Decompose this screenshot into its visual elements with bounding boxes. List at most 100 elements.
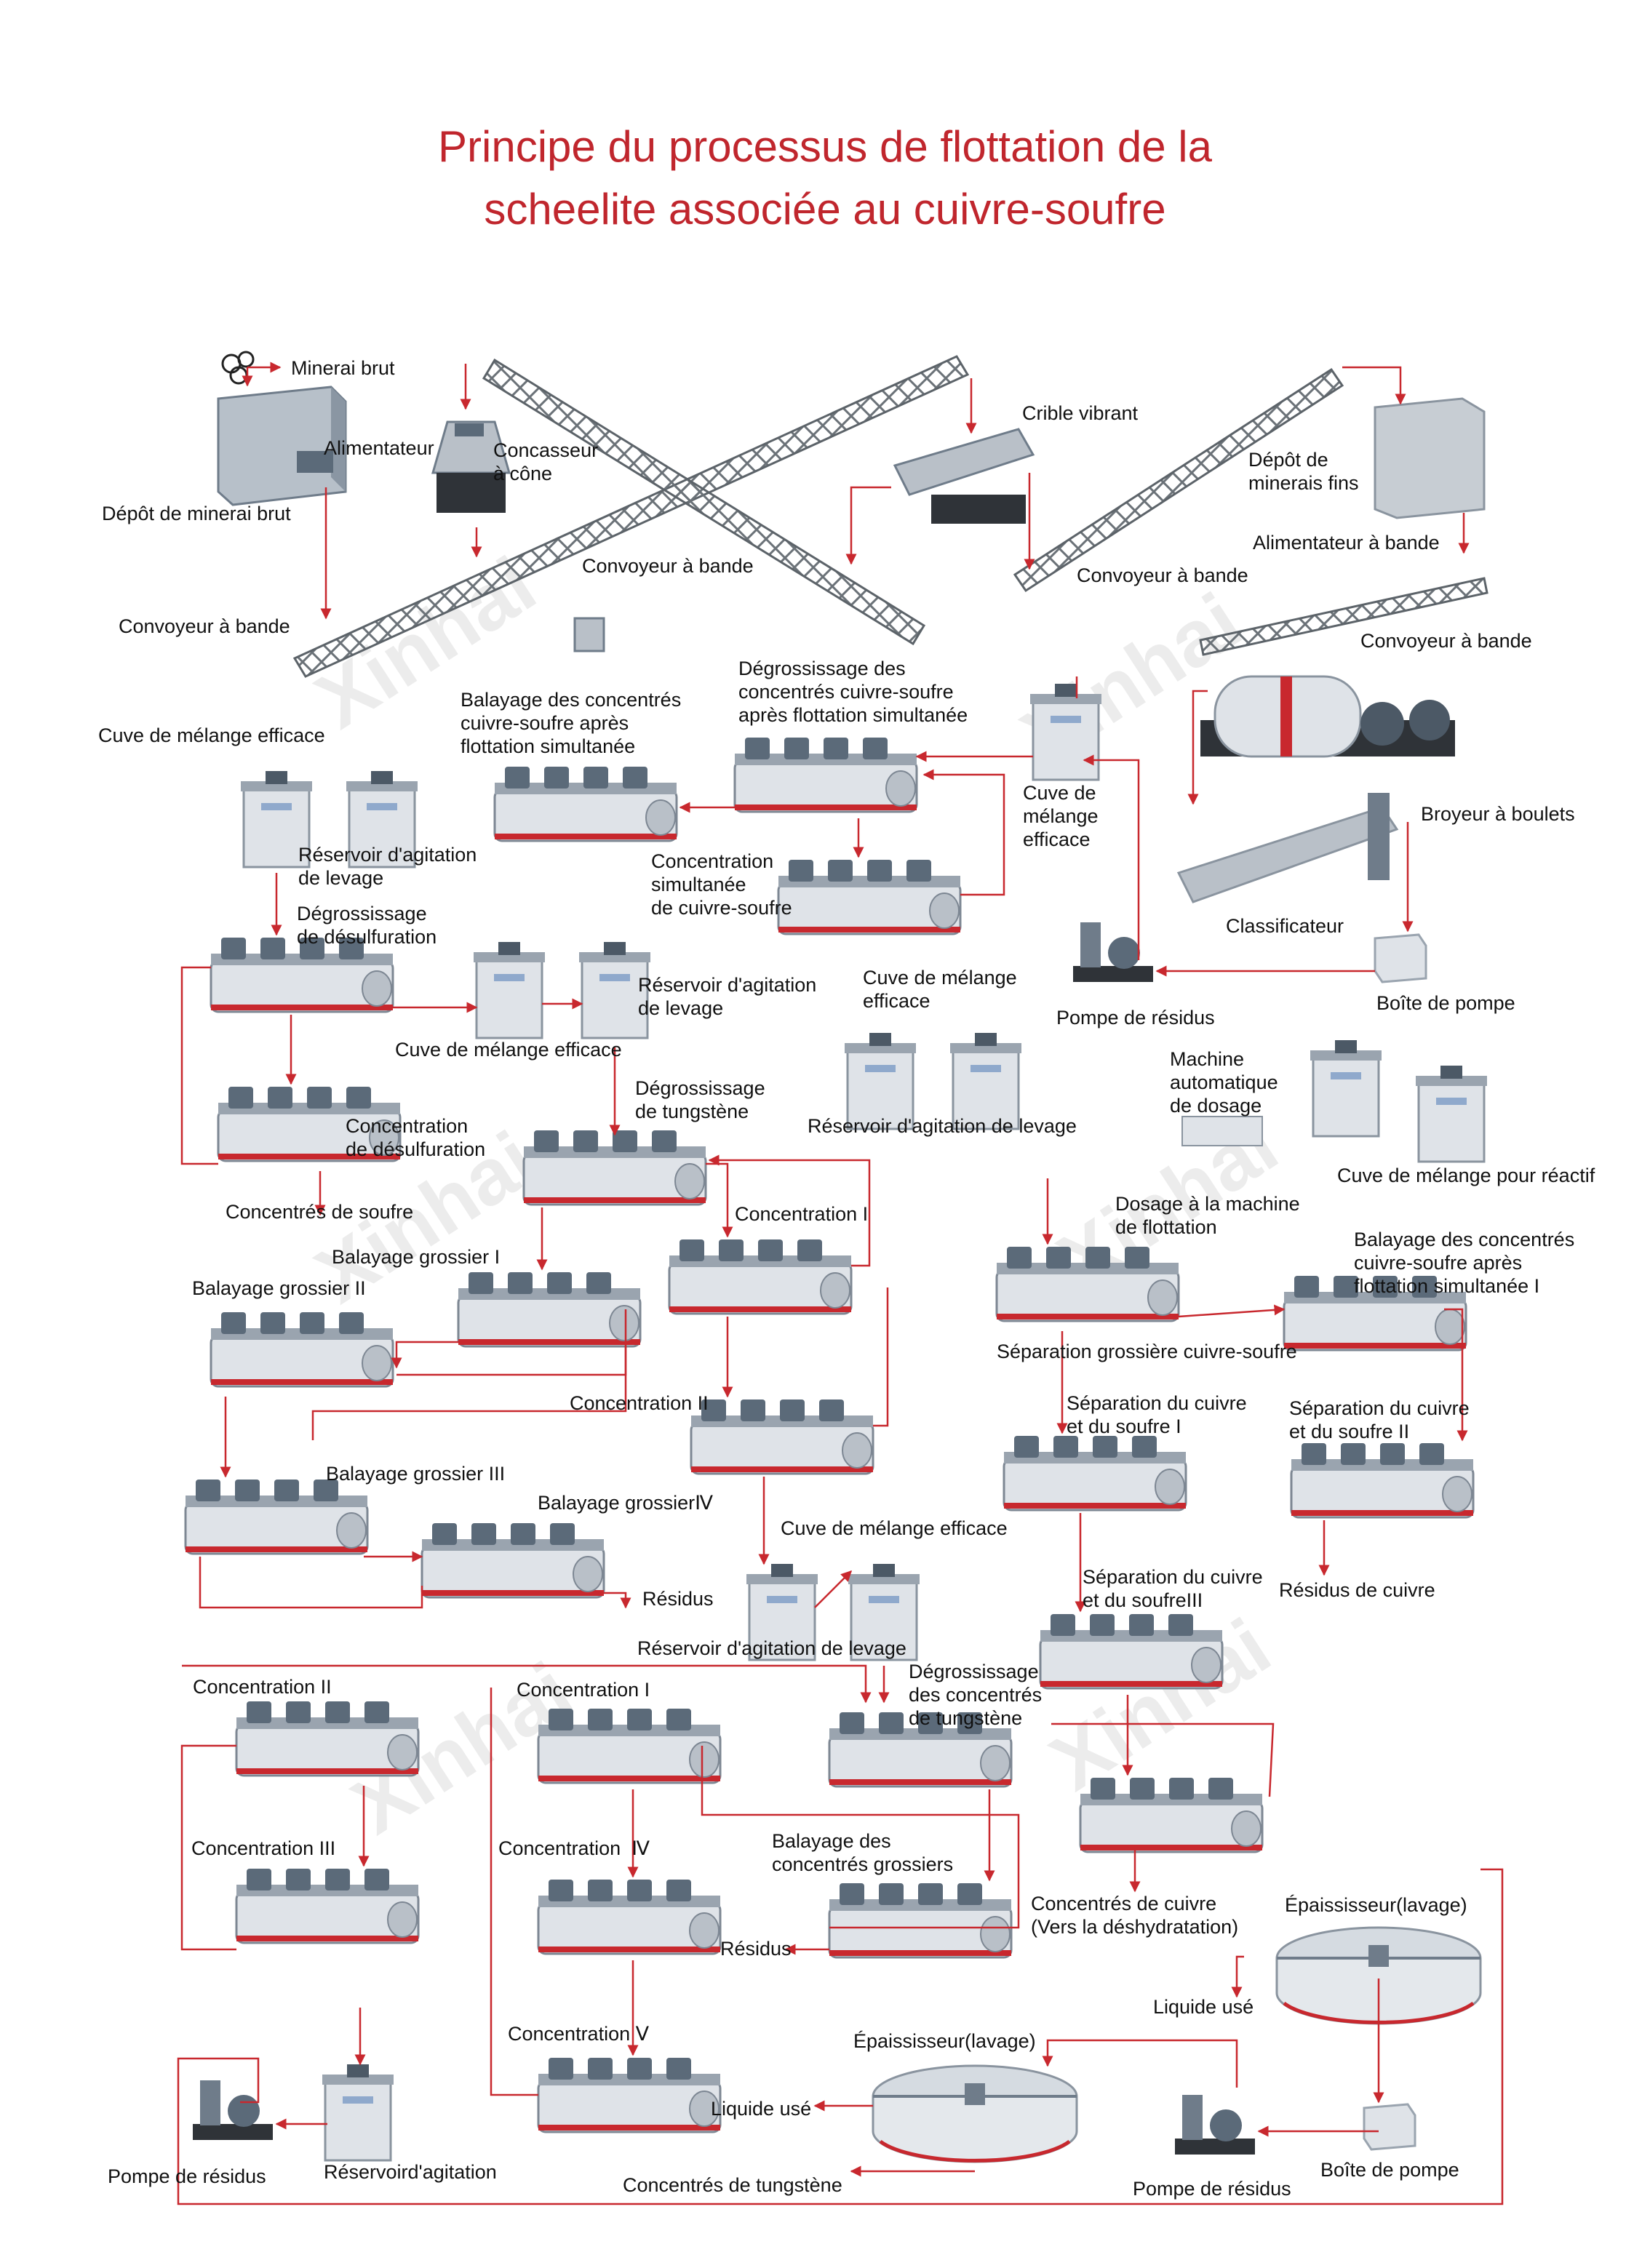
flotation-cell-concentration-iv <box>537 1878 722 1955</box>
label-cuve-melange-3: Cuve de mélange efficace <box>395 1039 622 1061</box>
agitation-tank <box>321 2063 395 2162</box>
ball-mill <box>1200 675 1455 758</box>
pump-box <box>1374 933 1427 983</box>
label-cuve-melange-5: Cuve de mélange efficace <box>781 1517 1008 1539</box>
pump-box-2 <box>1363 2103 1416 2151</box>
tailings-pump-3 <box>1175 2095 1255 2155</box>
vibrating-screen <box>893 428 1035 524</box>
flotation-cell-separation-i <box>1003 1434 1187 1512</box>
label-concasseur: Concasseur à cône <box>493 439 599 484</box>
flotation-cell-balayage-grossier-ii <box>210 1311 394 1388</box>
diagram-title-line1: Principe du processus de flottation de l… <box>438 122 1212 171</box>
flotation-cell-degrossissage-tungstene <box>522 1129 707 1206</box>
label-convoyeur-2: Convoyeur à bande <box>582 555 754 577</box>
label-reservoir-levage-2: Réservoir d'agitation de levage <box>638 974 817 1019</box>
label-degrossissage-ct: Dégrossissage des concentrés de tungstèn… <box>909 1661 1043 1729</box>
label-reservoir-agitation: Réservoird'agitation <box>324 2161 497 2183</box>
label-classificateur: Classificateur <box>1226 915 1344 937</box>
label-convoyeur-4: Convoyeur à bande <box>1360 630 1532 652</box>
label-reservoir-levage-4: Réservoir d'agitation de levage <box>637 1637 906 1659</box>
reagent-tank-1 <box>1309 1039 1383 1138</box>
thickener-2 <box>873 2066 1077 2162</box>
flotation-cell-concentration-simultanee <box>777 858 962 935</box>
flotation-cell-concentration-i-b <box>537 1707 722 1784</box>
flotation-cell-concentration-ii <box>690 1398 874 1475</box>
label-concentration-ii-b: Concentration II <box>193 1676 332 1698</box>
label-epaississeur-2: Épaississeur(lavage) <box>853 2030 1036 2052</box>
label-concentration-iv: Concentration Ⅳ <box>498 1837 650 1859</box>
flotation-cell-separation-grossiere <box>995 1245 1180 1322</box>
label-depot-minerai-brut: Dépôt de minerai brut <box>102 503 291 524</box>
label-degrossissage-desulf: Dégrossissage de désulfuration <box>297 903 437 948</box>
label-balayage-grossiers: Balayage des concentrés grossiers <box>772 1830 954 1875</box>
flotation-cell-separation-iv <box>1079 1776 1264 1853</box>
label-cuve-melange-4: Cuve de mélange efficace <box>863 967 1017 1012</box>
label-pompe-residus-1: Pompe de résidus <box>1056 1007 1215 1029</box>
fine-ore-bin <box>1374 397 1486 519</box>
label-epaississeur-1: Épaississeur(lavage) <box>1285 1894 1467 1916</box>
label-liquide-use-1: Liquide usé <box>1153 1996 1254 2018</box>
raw-ore-bin <box>217 386 347 506</box>
label-separation-grossiere: Séparation grossière cuivre-soufre <box>997 1341 1297 1362</box>
spiral-classifier <box>1176 793 1399 903</box>
label-reservoir-levage-1: Réservoir d'agitation de levage <box>298 844 477 889</box>
label-boite-pompe-2: Boîte de pompe <box>1320 2159 1459 2181</box>
label-separation-iii: Séparation du cuivre et du soufreIII <box>1083 1566 1263 1611</box>
label-residus-2: Résidus <box>720 1938 792 1960</box>
label-balayage-grossier-i: Balayage grossier I <box>332 1246 501 1268</box>
cone-crusher <box>431 420 511 513</box>
label-cuve-melange-1: Cuve de mélange efficace <box>1023 782 1099 850</box>
label-alimentateur: Alimentateur <box>324 437 434 459</box>
label-residus-1: Résidus <box>642 1588 714 1610</box>
label-depot-fins: Dépôt de minerais fins <box>1248 449 1359 494</box>
label-concentres-cuivre: Concentrés de cuivre (Vers la déshydrata… <box>1031 1893 1239 1938</box>
label-degrossissage-tungstene: Dégrossissage de tungstène <box>635 1077 765 1122</box>
flotation-cell-concentration-v <box>537 2056 722 2133</box>
flotation-cell-concentration-i <box>668 1238 853 1315</box>
label-balayage-grossier-ii: Balayage grossier II <box>192 1277 366 1299</box>
label-concentration-i-a: Concentration I <box>735 1203 869 1225</box>
label-concentration-simultanee: Concentration simultanée de cuivre-soufr… <box>651 850 792 919</box>
label-reservoir-levage-3: Réservoir d'agitation de levage <box>808 1115 1077 1137</box>
label-dosage-flottation: Dosage à la machine de flottation <box>1115 1193 1300 1238</box>
label-cuve-reactif: Cuve de mélange pour réactif <box>1337 1165 1595 1186</box>
flotation-cell-balayage-cs <box>493 765 678 842</box>
reagent-dosing-machine <box>1181 1116 1263 1146</box>
label-balayage-cs-i: Balayage des concentrés cuivre-soufre ap… <box>1354 1229 1575 1297</box>
label-crible-vibrant: Crible vibrant <box>1022 402 1139 424</box>
label-balayage-grossier-iv: Balayage grossierⅣ <box>538 1492 714 1514</box>
label-concentration-i-b: Concentration I <box>517 1679 650 1701</box>
flotation-cell-balayage-grossier-iii <box>184 1478 369 1555</box>
label-convoyeur-1: Convoyeur à bande <box>119 615 290 637</box>
label-balayage-cs: Balayage des concentrés cuivre-soufre ap… <box>461 689 682 757</box>
flotation-cell-balayage-grossier-iv <box>421 1522 605 1599</box>
label-separation-i: Séparation du cuivre et du soufre I <box>1067 1392 1247 1437</box>
flotation-cell-balayage-grossier-i <box>457 1271 642 1348</box>
label-concentres-tungstene: Concentrés de tungstène <box>623 2174 842 2196</box>
small-feeder <box>573 617 605 652</box>
label-concentres-soufre: Concentrés de soufre <box>226 1201 414 1223</box>
rock-pile-icon <box>221 351 255 385</box>
label-separation-ii: Séparation du cuivre et du soufre II <box>1289 1397 1470 1442</box>
conveyor-belts <box>292 355 1488 678</box>
flotation-cell-separation-ii <box>1290 1442 1475 1519</box>
label-broyeur: Broyeur à boulets <box>1421 803 1575 825</box>
label-minerai-brut: Minerai brut <box>291 357 395 379</box>
label-cuve-melange-2: Cuve de mélange efficace <box>98 724 325 746</box>
flotation-cell-separation-iii <box>1039 1613 1224 1690</box>
label-convoyeur-3: Convoyeur à bande <box>1077 564 1248 586</box>
mixing-tank-1 <box>1029 682 1103 781</box>
flotation-cell-concentration-ii-b <box>235 1700 420 1777</box>
label-degrossissage-cs: Dégrossissage des concentrés cuivre-souf… <box>738 658 968 726</box>
flotation-cell-balayage-grossiers <box>828 1882 1013 1959</box>
label-alimentateur-bande: Alimentateur à bande <box>1253 532 1440 554</box>
reagent-tank-2 <box>1414 1064 1488 1163</box>
label-pompe-residus-3: Pompe de résidus <box>1133 2178 1291 2200</box>
label-concentration-iii: Concentration III <box>191 1837 336 1859</box>
label-concentration-desulf: Concentration de désulfuration <box>346 1115 486 1160</box>
label-balayage-grossier-iii: Balayage grossier III <box>326 1463 506 1485</box>
label-machine-dosage: Machine automatique de dosage <box>1170 1048 1278 1117</box>
label-boite-pompe-1: Boîte de pompe <box>1376 992 1515 1014</box>
diagram-title-line2: scheelite associée au cuivre-soufre <box>484 185 1166 233</box>
